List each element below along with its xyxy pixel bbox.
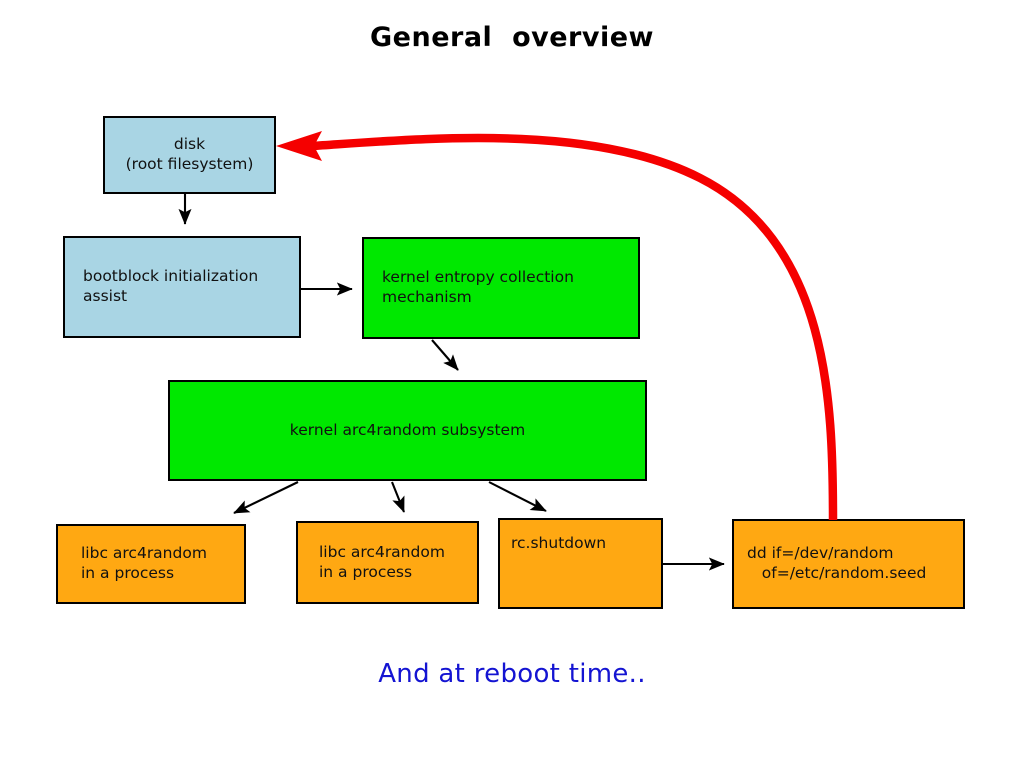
rc-shutdown-box[interactable]: rc.shutdown	[498, 518, 663, 609]
edge-arc4random-to-libc1	[233, 481, 299, 514]
libc-arc4random-box-2-label: libc arc4random in a process	[319, 542, 445, 581]
disk-box-label: disk (root filesystem)	[125, 135, 254, 173]
kernel-entropy-box[interactable]: kernel entropy collection mechanism	[362, 237, 640, 339]
kernel-arc4random-box[interactable]: kernel arc4random subsystem	[168, 380, 647, 481]
kernel-arc4random-box-label: kernel arc4random subsystem	[289, 420, 526, 439]
libc-arc4random-box-2[interactable]: libc arc4random in a process	[296, 521, 479, 604]
bootblock-box[interactable]: bootblock initialization assist	[63, 236, 301, 338]
kernel-entropy-box-label: kernel entropy collection mechanism	[382, 268, 574, 306]
page-caption: And at reboot time..	[378, 659, 646, 689]
bootblock-box-label: bootblock initialization assist	[83, 267, 259, 305]
dd-random-seed-box[interactable]: dd if=/dev/random of=/etc/random.seed	[732, 519, 965, 609]
dd-random-seed-box-label: dd if=/dev/random of=/etc/random.seed	[747, 544, 927, 582]
disk-box[interactable]: disk (root filesystem)	[103, 116, 276, 194]
edge-arc4random-to-rcshutdown	[488, 481, 547, 512]
libc-arc4random-box-1-label: libc arc4random in a process	[81, 544, 207, 582]
libc-arc4random-box-1[interactable]: libc arc4random in a process	[56, 524, 246, 604]
edge-entropy-to-arc4random	[431, 339, 459, 371]
page-title: General overview	[370, 22, 654, 53]
rc-shutdown-box-label: rc.shutdown	[511, 534, 607, 552]
edge-arc4random-to-libc2	[391, 481, 405, 513]
